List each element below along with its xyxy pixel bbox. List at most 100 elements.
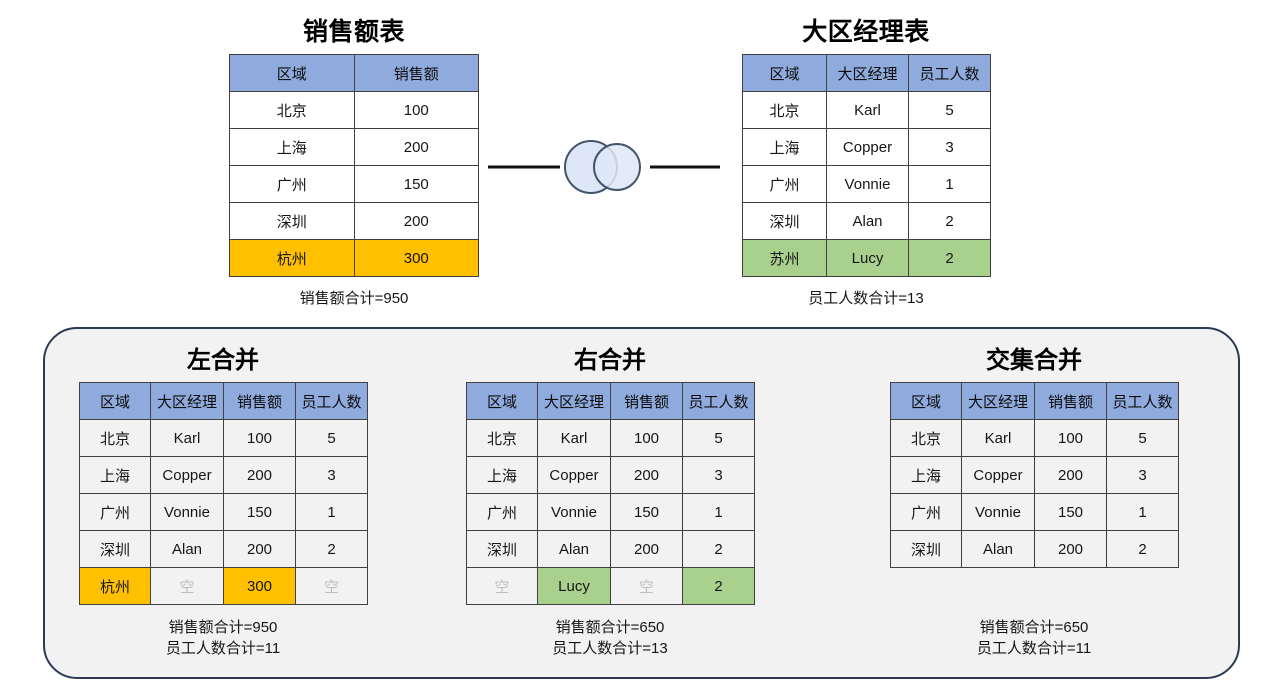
cell-staff: 5: [682, 419, 755, 457]
cell-sales: 200: [610, 530, 683, 568]
cell-region: 深圳: [742, 202, 827, 240]
column-header-2: 销售额: [223, 382, 296, 420]
cell-region: 北京: [79, 419, 151, 457]
cell-region: 广州: [79, 493, 151, 531]
cell-staff: 1: [682, 493, 755, 531]
cell-sales: 200: [223, 530, 296, 568]
cell-manager: Karl: [961, 419, 1035, 457]
column-header-3: 员工人数: [682, 382, 755, 420]
column-header-2: 销售额: [610, 382, 683, 420]
column-header-2: 销售额: [1034, 382, 1107, 420]
inner-join-footer-line1: 销售额合计=650: [979, 619, 1089, 636]
manager-table-footer: 员工人数合计=13: [808, 290, 924, 307]
cell-sales: 200: [353, 128, 479, 166]
cell-manager: Vonnie: [826, 165, 909, 203]
column-header-1: 大区经理: [826, 54, 909, 92]
cell-region: 深圳: [890, 530, 962, 568]
venn-circle-right: [593, 143, 641, 191]
column-header-2: 员工人数: [908, 54, 991, 92]
column-header-0: 区域: [79, 382, 151, 420]
cell-staff: 空: [295, 567, 368, 605]
cell-manager: Vonnie: [961, 493, 1035, 531]
cell-sales: 150: [610, 493, 683, 531]
cell-staff: 2: [295, 530, 368, 568]
left-join-title: 左合并: [187, 347, 259, 374]
column-header-0: 区域: [229, 54, 355, 92]
right-join-footer: 销售额合计=650 员工人数合计=13: [466, 617, 754, 659]
cell-sales: 200: [223, 456, 296, 494]
cell-region: 上海: [890, 456, 962, 494]
cell-sales: 200: [610, 456, 683, 494]
column-header-0: 区域: [742, 54, 827, 92]
cell-sales: 200: [353, 202, 479, 240]
sales-table-footer: 销售额合计=950: [299, 290, 409, 307]
cell-staff: 3: [682, 456, 755, 494]
cell-region: 杭州: [79, 567, 151, 605]
cell-sales: 200: [1034, 456, 1107, 494]
cell-manager: Lucy: [826, 239, 909, 277]
cell-region: 北京: [890, 419, 962, 457]
sales-table-title: 销售额表: [302, 18, 405, 46]
cell-sales: 200: [1034, 530, 1107, 568]
manager-table-title: 大区经理表: [802, 18, 930, 46]
cell-manager: 空: [150, 567, 224, 605]
cell-manager: Copper: [537, 456, 611, 494]
cell-region: 广州: [466, 493, 538, 531]
cell-sales: 100: [353, 91, 479, 129]
column-header-1: 销售额: [353, 54, 479, 92]
cell-staff: 2: [908, 239, 991, 277]
cell-staff: 3: [295, 456, 368, 494]
table-header-row: 区域大区经理销售额员工人数: [890, 382, 1179, 420]
cell-staff: 2: [682, 567, 755, 605]
cell-staff: 3: [908, 128, 991, 166]
cell-region: 深圳: [229, 202, 355, 240]
cell-region: 广州: [229, 165, 355, 203]
cell-staff: 2: [1106, 530, 1179, 568]
cell-manager: Karl: [537, 419, 611, 457]
cell-region: 上海: [742, 128, 827, 166]
cell-sales: 100: [1034, 419, 1107, 457]
column-header-0: 区域: [890, 382, 962, 420]
cell-region: 北京: [229, 91, 355, 129]
table-header-row: 区域大区经理销售额员工人数: [79, 382, 368, 420]
cell-manager: Alan: [826, 202, 909, 240]
right-join-footer-line2: 员工人数合计=13: [552, 640, 668, 657]
left-join-footer-line1: 销售额合计=950: [168, 619, 278, 636]
cell-region: 上海: [79, 456, 151, 494]
venn-connector: [488, 138, 720, 196]
column-header-1: 大区经理: [537, 382, 611, 420]
inner-join-footer: 销售额合计=650 员工人数合计=11: [890, 617, 1178, 659]
column-header-0: 区域: [466, 382, 538, 420]
cell-manager: Karl: [150, 419, 224, 457]
table-header-row: 区域销售额: [229, 54, 479, 92]
cell-staff: 1: [908, 165, 991, 203]
cell-manager: Alan: [537, 530, 611, 568]
cell-manager: Karl: [826, 91, 909, 129]
cell-manager: Copper: [961, 456, 1035, 494]
cell-region: 广州: [890, 493, 962, 531]
cell-staff: 3: [1106, 456, 1179, 494]
cell-manager: Lucy: [537, 567, 611, 605]
cell-sales: 150: [1034, 493, 1107, 531]
cell-region: 苏州: [742, 239, 827, 277]
column-header-1: 大区经理: [961, 382, 1035, 420]
